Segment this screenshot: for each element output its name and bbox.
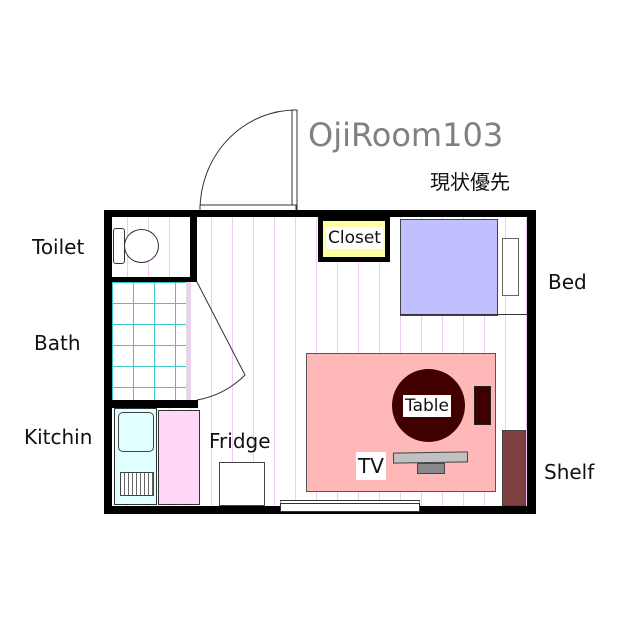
wall-toilet-bath [108,277,196,282]
entry-door-swing [199,109,297,211]
entry-door-leaf [291,109,298,211]
counter [158,410,200,505]
title: OjiRoom103 [308,116,504,154]
cushion [474,386,491,425]
label-toilet: Toilet [32,235,85,259]
stove-icon [120,472,154,496]
wall-right [527,210,536,514]
label-bath: Bath [34,331,81,355]
bed-line [400,314,528,315]
wall-toilet-right [190,214,197,282]
bath-door-swing [196,281,246,401]
window-bottom [280,500,420,512]
label-table: Table [403,395,451,417]
label-bed: Bed [548,270,587,294]
label-fridge: Fridge [209,429,271,453]
bath-room [112,282,190,400]
sink-icon [118,412,154,452]
toilet-bowl [124,229,159,263]
wall-top [104,210,536,217]
label-tv: TV [356,452,386,480]
label-kitchen: Kitchin [24,425,93,449]
pillow [502,238,519,296]
label-shelf: Shelf [544,460,595,484]
bed [400,219,498,316]
tv [392,451,469,464]
tv-stand [417,463,445,474]
shelf [502,430,526,506]
wall-left [104,210,112,514]
wall-bath-kitchen [108,400,198,408]
subtitle: 現状優先 [430,170,510,194]
label-closet: Closet [326,227,383,249]
fridge [219,462,265,506]
